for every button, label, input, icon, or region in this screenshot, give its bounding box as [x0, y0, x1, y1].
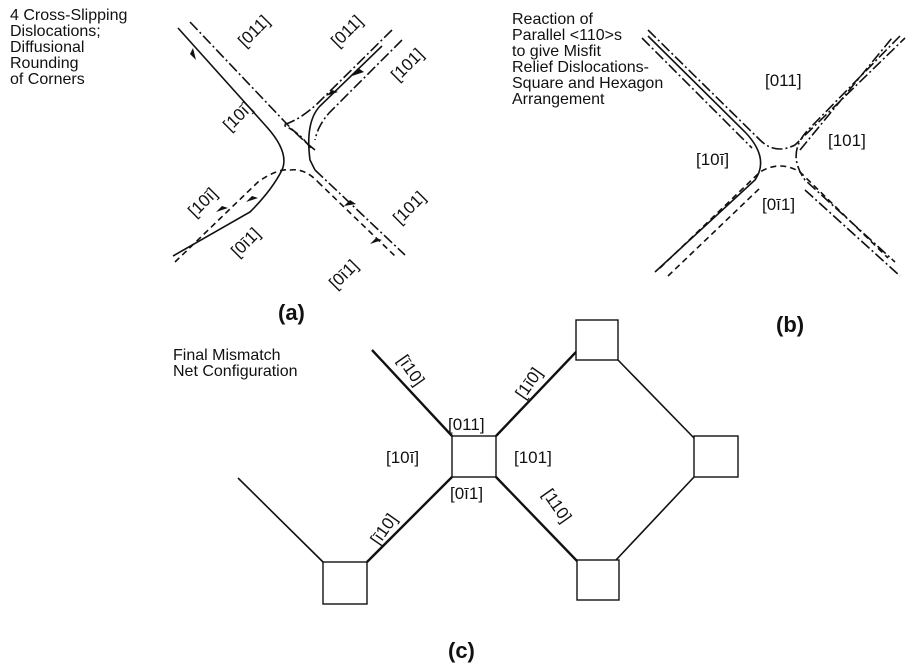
panel-c-label-lower-right-arm: [110] [539, 485, 576, 526]
panel-c-right-square [693, 435, 739, 478]
panel-c-top-to-right-arm [617, 359, 695, 439]
panel-a-label-lower-left-dash: [0ī1] [227, 224, 264, 261]
panel-c-far-left-arm [237, 477, 324, 563]
panel-a-solid-line [172, 27, 285, 257]
panel-a-label: (a) [278, 300, 305, 325]
panel-b-label-bottom: [0ī1] [762, 195, 795, 214]
panel-a-arrow-7 [370, 238, 382, 244]
panel-a-dashed-line-left [174, 168, 319, 263]
panel-a-label-upper-right-line: [101] [387, 45, 427, 85]
panel-c-lower-right-arm [495, 476, 579, 563]
panel-a-dashdot-line-upper [280, 29, 393, 151]
panel-a-arrow-5 [216, 206, 228, 212]
panel-a-dashdot-line-diagonal [189, 21, 316, 151]
panel-b-label-right: [101] [828, 131, 866, 150]
panel-c-label-lower-left-arm: [ī10] [367, 510, 402, 548]
panel-a-label-upper-left-line: [10ī] [219, 98, 256, 135]
panel-a-caption: 4 Cross-Slipping Dislocations; Diffusion… [10, 7, 128, 88]
panel-a-arrow-4 [246, 196, 258, 202]
panel-c-caption: Final Mismatch Net Configuration [173, 347, 298, 380]
panel-a-label-bottom-right: [0ī1] [325, 256, 362, 293]
panel-a-arrow-2 [352, 68, 364, 76]
panel-b-label-top: [011] [765, 71, 802, 90]
panel-a-label-top-left: [011] [234, 12, 273, 51]
panel-c-label-left: [10ī] [386, 448, 419, 467]
panel-c-label-bottom: [0ī1] [450, 484, 483, 503]
panel-b-lower-dashed [659, 165, 889, 269]
panel-a-arrow-6 [344, 200, 356, 206]
panel-c-bottom-right-square [576, 559, 620, 601]
panel-a-right-solid [307, 45, 383, 171]
panel-c-bottom-left-square [322, 561, 368, 605]
panel-c-label-upper-left-arm: [ī10] [394, 351, 429, 389]
panel-a-arrow-3 [326, 90, 338, 96]
panel-b-label-left: [10ī] [696, 150, 729, 169]
panel-c-upper-right-arm [495, 351, 577, 437]
panel-c-label-right: [101] [514, 448, 552, 467]
panel-a-label-lower-right-line: [101] [389, 188, 429, 228]
panel-c-right-to-bottom-arm [615, 476, 695, 561]
panel-c-lower-left-arm [366, 476, 453, 563]
panel-b: [011] [10ī] [101] [0ī1] (b) [641, 29, 906, 337]
panel-b-lower-dashed-2 [667, 187, 761, 277]
panel-c-label: (c) [448, 638, 475, 663]
panel-a-dashed-line-right [317, 181, 396, 257]
panel-b-left-solid [647, 35, 762, 273]
panel-a-label-lower-left-line: [10ī] [184, 184, 221, 221]
panel-a: [011] [011] [10ī] [101] [10ī] [0ī1] [101… [172, 12, 430, 325]
panel-a-arrow-1 [190, 48, 196, 60]
panel-a-label-top-right: [011] [327, 12, 366, 51]
panel-b-upper-right-dashdot-2 [799, 37, 893, 151]
panel-b-upper-left-dashdot [647, 29, 906, 150]
panel-c-label-top: [011] [448, 415, 485, 434]
panel-a-dashdot-line-parallel [314, 39, 403, 141]
panel-c-center-square [451, 435, 497, 478]
panel-b-lower-dashdot [804, 189, 901, 277]
panel-b-caption: Reaction of Parallel <110>s to give Misf… [512, 11, 664, 108]
panel-c-label-upper-right-arm: [1ī0] [512, 364, 547, 402]
panel-c-top-square [575, 319, 619, 361]
panel-c: [ī10] [1ī0] [011] [10ī] [101] [0ī1] [ī10… [237, 319, 739, 663]
panel-b-right-dashdot [795, 35, 901, 263]
panel-a-dashdot-lower-right [314, 169, 406, 256]
panel-c-upper-left-arm [371, 349, 453, 437]
panel-b-upper-right-dashdot [641, 37, 753, 149]
panel-b-label: (b) [776, 312, 804, 337]
